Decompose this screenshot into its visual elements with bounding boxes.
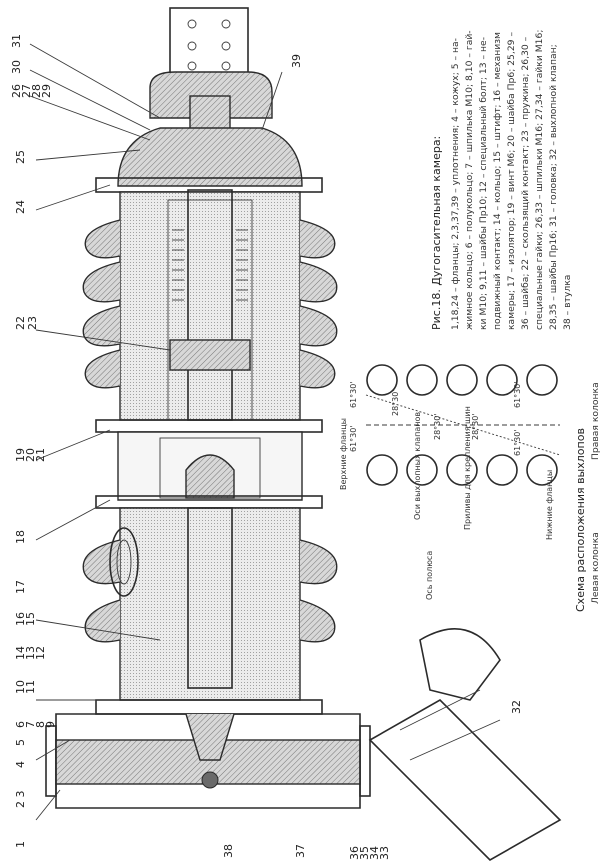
label-4: 4 [14, 761, 27, 768]
label-39: 39 [290, 54, 303, 68]
label-24: 24 [14, 200, 27, 214]
part-labels: 31 30 26 27 28 29 25 24 22 23 19 20 21 1… [10, 34, 523, 860]
caption-line-9: 38 – втулка [562, 275, 573, 330]
label-1: 1 [14, 841, 27, 848]
scheme-left-column: Левая колонка [590, 532, 601, 604]
angle-3: 28°30' [433, 413, 442, 440]
label-23: 23 [26, 316, 39, 330]
exhaust-valve-32 [368, 627, 562, 861]
label-5: 5 [14, 739, 27, 746]
label-7: 7 [24, 721, 37, 728]
angle-6: 61°30' [513, 381, 522, 408]
caption-line-7: специальные гайки; 26,33 – шпильки М16; … [534, 30, 545, 330]
lower-insulator [82, 507, 338, 701]
label-11: 11 [24, 680, 37, 694]
label-15: 15 [24, 612, 37, 626]
label-19: 19 [14, 448, 27, 462]
label-9: 9 [44, 721, 57, 728]
label-27: 27 [20, 84, 33, 98]
label-31: 31 [10, 34, 23, 48]
label-2-3: 2 3 [14, 791, 27, 809]
angle-5: 28°30' [391, 389, 400, 416]
caption-line-3: ки М10; 9,11 – шайбы Пр10; 12 – специаль… [478, 37, 489, 330]
label-22: 22 [14, 316, 27, 330]
label-14: 14 [14, 646, 27, 660]
label-12: 12 [34, 646, 47, 660]
angle-1: 61°30' [349, 425, 358, 452]
label-30: 30 [10, 60, 23, 74]
label-33: 33 [378, 846, 391, 860]
angle-2: 61°30' [349, 381, 358, 408]
caption-line-4: подвижный контакт; 14 – кольцо; 15 – шти… [492, 32, 503, 330]
scheme-lower-flanges: Нижние фланцы [545, 470, 554, 540]
caption-line-1: 1,18,24 – фланцы; 2,3,37,39 – уплотнения… [450, 38, 461, 330]
label-25: 25 [14, 150, 27, 164]
label-6: 6 [14, 721, 27, 728]
figure-caption: Рис.18. Дугогасительная камера: 1,18,24 … [430, 30, 573, 330]
label-38: 38 [222, 844, 235, 858]
scheme-pole-axis: Ось полюса [425, 551, 434, 600]
upper-flange-24 [95, 127, 323, 193]
label-29: 29 [40, 84, 53, 98]
scheme-right-column: Правая колонка [590, 382, 601, 460]
caption-line-2: жимное кольцо; 6 – полукольцо; 7 – шпиль… [464, 30, 475, 330]
label-34: 34 [368, 846, 381, 860]
label-13: 13 [24, 646, 37, 660]
scheme-upper-flanges: Верхние фланцы [339, 418, 348, 490]
caption-line-5: камеры; 17 – изолятор; 19 – винт М6; 20 … [506, 32, 517, 330]
label-26: 26 [10, 84, 23, 98]
label-10: 10 [14, 680, 27, 694]
label-35: 35 [358, 846, 371, 860]
upper-insulator [82, 189, 338, 421]
angle-4: 28°30' [471, 413, 480, 440]
bottom-housing [45, 699, 371, 809]
exhaust-scheme: Верхние фланцы Оси выхлопных клапанов Пр… [339, 364, 601, 612]
angle-7: 61°30' [513, 429, 522, 456]
label-17: 17 [14, 580, 27, 594]
scheme-title: Схема расположения выхлопов [574, 428, 587, 612]
label-16: 16 [14, 612, 27, 626]
label-28: 28 [30, 84, 43, 98]
label-37: 37 [294, 844, 307, 858]
label-20: 20 [24, 448, 37, 462]
caption-line-8: 28,35 – шайбы Пр16; 31 – головка; 32 – в… [548, 44, 559, 330]
leader-lines [29, 43, 283, 821]
caption-title: Рис.18. Дугогасительная камера: [430, 136, 443, 330]
caption-line-6: 36 – шайба; 22 – скользящий контакт; 23 … [520, 36, 531, 330]
label-36: 36 [348, 846, 361, 860]
label-8: 8 [34, 721, 47, 728]
label-18: 18 [14, 530, 27, 544]
middle-flange-18 [95, 419, 323, 509]
scheme-bosses: Приливы для крепления шин [463, 406, 472, 530]
scheme-valve-axes: Оси выхлопных клапанов [413, 412, 422, 520]
label-32: 32 [510, 700, 523, 714]
label-21: 21 [34, 448, 47, 462]
